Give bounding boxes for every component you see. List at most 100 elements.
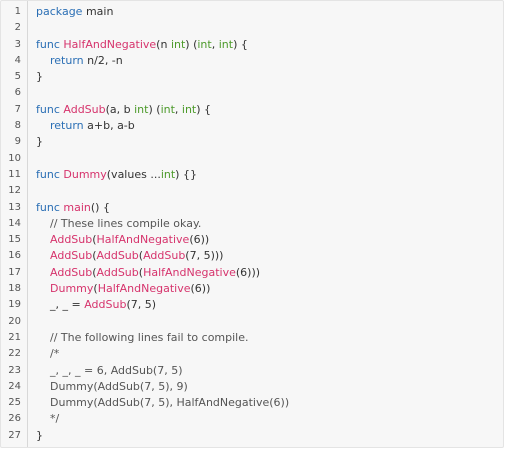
line-number: 11 bbox=[8, 168, 21, 180]
line-number: 14 bbox=[8, 217, 21, 229]
code-token-keyword: package bbox=[36, 5, 83, 18]
code-token-plain: ( bbox=[138, 265, 144, 279]
code-text: // The following lines fail to compile. bbox=[36, 330, 249, 346]
code-token-keyword: func bbox=[36, 102, 60, 116]
code-token-func: AddSub bbox=[50, 233, 93, 247]
code-line: 20 bbox=[1, 314, 503, 330]
code-token-func: AddSub bbox=[50, 265, 93, 279]
code-line: 23 _, _, _ = 6, AddSub(7, 5) bbox=[1, 363, 503, 379]
code-token-plain bbox=[36, 347, 50, 360]
code-token-plain: a+b, a-b bbox=[83, 119, 135, 133]
code-token-keyword: return bbox=[50, 119, 84, 133]
code-token-func: AddSub bbox=[143, 249, 186, 263]
code-token-comment: Dummy(AddSub(7, 5), 9) bbox=[50, 379, 188, 393]
code-text: func Dummy(values ...int) {} bbox=[36, 167, 197, 183]
code-line: 6 bbox=[1, 85, 503, 101]
line-number: 5 bbox=[14, 71, 21, 83]
code-token-func: HalfAndNegative bbox=[143, 265, 236, 279]
code-text: func AddSub(a, b int) (int, int) { bbox=[36, 102, 211, 118]
line-number: 2 bbox=[14, 22, 21, 34]
code-token-func: HalfAndNegative bbox=[63, 37, 157, 51]
code-line: 15 AddSub(HalfAndNegative(6)) bbox=[1, 232, 503, 248]
line-number: 20 bbox=[8, 315, 21, 327]
code-token-type: int bbox=[170, 37, 186, 51]
code-line: 10 bbox=[1, 151, 503, 167]
code-token-plain: (6))) bbox=[235, 265, 261, 279]
code-token-plain bbox=[36, 364, 50, 377]
line-number: 23 bbox=[8, 364, 21, 376]
code-token-keyword: return bbox=[50, 53, 84, 67]
line-number: 21 bbox=[8, 331, 21, 343]
line-number: 22 bbox=[8, 348, 21, 360]
code-token-plain: , bbox=[174, 102, 182, 116]
code-token-comment: Dummy(AddSub(7, 5), HalfAndNegative(6)) bbox=[50, 396, 290, 410]
code-line: 11 func Dummy(values ...int) {} bbox=[1, 167, 503, 183]
code-line: 21 // The following lines fail to compil… bbox=[1, 330, 503, 346]
line-number: 13 bbox=[8, 201, 21, 213]
code-token-plain: ) ( bbox=[148, 102, 161, 116]
code-token-comment: _, _, _ = 6, AddSub(7, 5) bbox=[50, 363, 183, 377]
code-token-plain bbox=[36, 119, 50, 132]
code-token-plain bbox=[36, 233, 50, 246]
code-token-func: AddSub bbox=[96, 265, 139, 279]
code-token-plain: (7, 5) bbox=[126, 298, 157, 312]
code-token-plain bbox=[36, 217, 50, 230]
code-line: 5} bbox=[1, 69, 503, 85]
code-line: 18 Dummy(HalfAndNegative(6)) bbox=[1, 281, 503, 297]
code-line: 14 // These lines compile okay. bbox=[1, 216, 503, 232]
line-number: 27 bbox=[8, 429, 21, 441]
code-token-plain: (values ... bbox=[106, 167, 161, 181]
code-token-type: int bbox=[160, 102, 175, 116]
gutter-divider bbox=[27, 1, 28, 447]
code-token-plain: (a, b bbox=[105, 102, 135, 116]
code-token-plain: (7, 5))) bbox=[185, 249, 224, 263]
code-token-func: AddSub bbox=[84, 298, 127, 312]
code-token-plain: } bbox=[36, 135, 43, 149]
line-number: 4 bbox=[14, 54, 21, 66]
code-text: } bbox=[36, 428, 43, 444]
code-line: 12 bbox=[1, 183, 503, 199]
code-text: _, _ = AddSub(7, 5) bbox=[36, 297, 156, 313]
code-token-plain: ( bbox=[92, 249, 97, 263]
code-token-plain: ) { bbox=[233, 37, 248, 51]
code-token-plain: ( bbox=[93, 282, 98, 296]
line-number: 24 bbox=[8, 380, 21, 392]
code-token-plain: ) ( bbox=[185, 37, 198, 51]
code-token-type: int bbox=[134, 102, 149, 116]
line-number: 15 bbox=[8, 234, 21, 246]
code-text: return a+b, a-b bbox=[36, 118, 135, 134]
code-token-func: Dummy bbox=[63, 167, 107, 181]
line-number: 10 bbox=[8, 152, 21, 164]
code-token-func: AddSub bbox=[63, 102, 106, 116]
code-token-plain bbox=[36, 54, 50, 67]
code-token-func: Dummy bbox=[50, 282, 94, 296]
code-text: } bbox=[36, 134, 43, 150]
line-number: 6 bbox=[14, 87, 21, 99]
code-token-plain: _, _ = bbox=[36, 298, 85, 312]
line-number: 3 bbox=[14, 38, 21, 50]
code-text: */ bbox=[36, 411, 59, 427]
code-text: func main() { bbox=[36, 200, 110, 216]
code-token-keyword: func bbox=[36, 200, 60, 214]
code-line: 22 /* bbox=[1, 346, 503, 362]
code-token-type: int bbox=[181, 102, 197, 116]
line-number: 8 bbox=[14, 120, 21, 132]
code-token-plain: ) {} bbox=[175, 167, 197, 181]
line-number: 25 bbox=[8, 397, 21, 409]
code-token-func: HalfAndNegative bbox=[97, 282, 191, 296]
code-token-keyword: func bbox=[36, 167, 60, 181]
line-number: 17 bbox=[8, 266, 21, 278]
code-token-func: HalfAndNegative bbox=[96, 233, 190, 247]
code-token-plain: ( bbox=[92, 233, 97, 247]
code-token-plain bbox=[36, 331, 50, 344]
code-text: AddSub(AddSub(AddSub(7, 5))) bbox=[36, 248, 223, 264]
code-token-plain: (6)) bbox=[190, 282, 211, 296]
code-token-plain: n/2, -n bbox=[83, 53, 123, 67]
code-token-comment: */ bbox=[50, 412, 60, 426]
code-text: Dummy(AddSub(7, 5), 9) bbox=[36, 379, 188, 395]
code-text: _, _, _ = 6, AddSub(7, 5) bbox=[36, 363, 183, 379]
code-token-comment: // These lines compile okay. bbox=[50, 216, 202, 230]
